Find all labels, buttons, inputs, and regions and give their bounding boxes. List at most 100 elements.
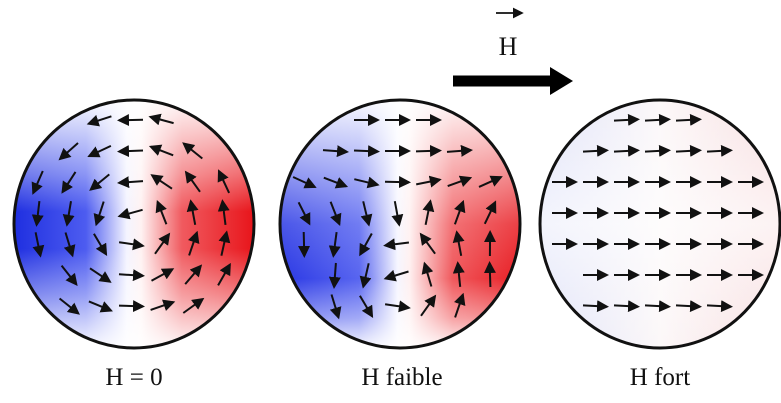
spin-arrow [217,262,231,286]
spin-arrow [582,144,609,157]
spin-arrow [297,201,311,226]
spin-arrow [383,238,410,251]
spin-arrow [483,200,497,225]
spin-arrow [117,114,144,127]
spin-arrow [354,176,380,189]
spin-arrow [184,264,203,285]
spin-arrow [86,114,112,127]
spin-arrow [61,171,77,194]
spin-arrow [182,142,203,160]
disk-h-zero-fade [14,100,254,348]
disk-h-zero-spin-arrows [31,113,231,315]
spin-arrow [187,230,200,256]
spin-arrow [186,199,199,225]
spin-arrow [182,297,205,314]
spin-arrow [63,232,76,258]
disk-h-strong-outline [538,98,781,350]
spin-arrow [58,142,79,161]
spin-arrow [87,144,112,158]
disk-h-weak-outline [278,98,522,350]
spin-arrow [391,201,404,227]
spin-arrow [419,232,436,255]
spin-arrow [148,113,174,126]
caption-h-weak: H faible [361,364,443,391]
spin-arrow [675,300,702,313]
spin-arrow [155,199,168,225]
spin-arrow [329,294,342,320]
spin-arrow [60,264,78,286]
spin-arrow [117,207,143,220]
spin-arrow [384,176,411,189]
spin-arrow [446,144,473,157]
disk-h-weak-spin-arrows [292,114,503,320]
spin-arrow [62,201,75,227]
field-direction-arrow-head [550,67,573,95]
spin-arrow [328,262,341,289]
spin-arrow [117,145,144,158]
spin-arrow [447,175,473,188]
disk-h-zero [12,98,256,350]
spin-arrow [328,231,341,258]
spin-arrow [613,113,640,126]
spin-arrow [88,300,113,313]
spin-arrow [118,300,145,313]
spin-arrow [478,175,503,188]
spin-arrow [151,268,175,282]
spin-arrow [360,201,373,227]
spin-arrow [218,230,231,256]
spin-arrow [150,299,176,312]
spin-arrow [32,232,45,258]
spin-arrow [613,300,640,313]
disk-h-strong [538,98,781,350]
spin-arrow [483,261,496,288]
spin-arrow [298,231,311,258]
spin-arrow [582,300,609,313]
disk-h-strong-spin-arrows [552,113,764,313]
spin-arrow [359,233,373,257]
spin-arrow [58,297,80,315]
spin-arrow [118,238,145,251]
spin-arrow [89,173,110,191]
spin-arrow [154,232,171,255]
spin-arrow [93,201,106,227]
spin-arrow [292,176,317,189]
spin-arrow [117,176,144,189]
disk-h-strong-fade [540,100,780,348]
spin-arrow [329,201,342,227]
spin-arrow [675,144,702,157]
spin-arrow [420,294,437,317]
disk-h-weak [278,98,522,350]
caption-h-strong: H fort [629,364,691,391]
spin-arrow [453,292,466,318]
spin-arrow [675,113,702,126]
spin-arrow [416,175,442,188]
spin-arrow [148,144,174,157]
spin-arrow [644,300,671,313]
spin-arrow [93,233,108,257]
spin-arrow [453,199,466,225]
spin-arrow [217,199,230,226]
spin-arrow [31,170,44,195]
spin-arrow [359,295,374,319]
spin-arrow [415,144,442,157]
spin-arrow [422,199,435,225]
spin-arrow [359,263,372,289]
spin-arrow [452,230,465,256]
disk-h-zero-outline [12,98,256,350]
applied-field-indicator: H [453,7,573,95]
spin-arrow [89,267,112,283]
spin-arrow [452,261,465,288]
spin-arrow [353,145,380,158]
spin-arrow [217,169,231,194]
spin-arrow [384,300,411,313]
spin-arrow [323,176,349,189]
spin-arrow [150,174,173,190]
spin-arrow [31,200,44,227]
field-label: H [499,32,518,61]
spin-arrow [706,300,733,313]
spin-arrow [706,144,733,157]
spin-arrow [383,269,409,282]
spin-arrow [184,170,201,193]
spin-arrow [421,261,434,287]
